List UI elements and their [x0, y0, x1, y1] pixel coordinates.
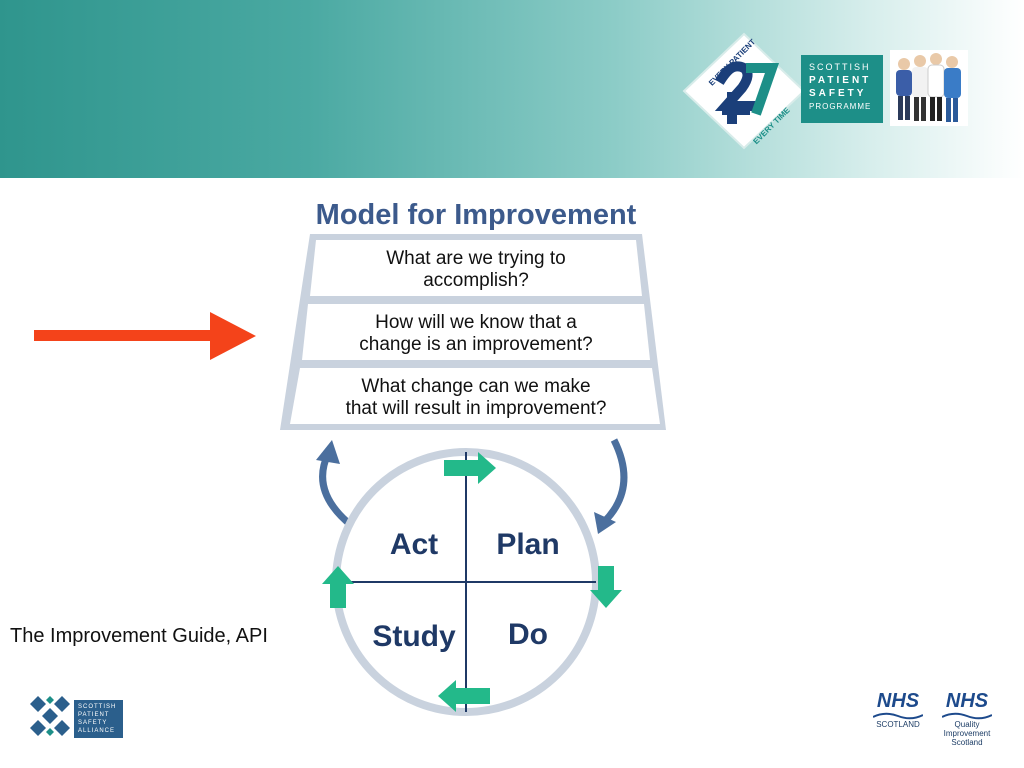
spsa-line-4: ALLIANCE — [78, 728, 116, 734]
nhs-right-word: NHS — [945, 690, 989, 712]
nhs-left-sub: SCOTLAND — [876, 720, 920, 729]
programme-line-4: PROGRAMME — [809, 102, 872, 111]
question-2-line-2: change is an improvement? — [359, 334, 592, 355]
programme-line-1: SCOTTISH — [809, 62, 871, 72]
model-for-improvement-diagram: Model for Improvement What are we trying… — [280, 199, 666, 716]
spsa-line-1: SCOTTISH — [78, 704, 117, 710]
nhs-left-word: NHS — [876, 690, 920, 712]
staff-photo-icon — [890, 50, 968, 126]
nhs-scotland-logo: NHS SCOTLAND — [868, 690, 928, 729]
programme-box: SCOTTISH PATIENT SAFETY PROGRAMME — [801, 55, 883, 123]
citation-text: The Improvement Guide, API — [10, 625, 268, 647]
programme-line-2: PATIENT — [809, 75, 872, 86]
nhs-right-sub-2: Improvement — [943, 729, 991, 738]
pointer-arrow-icon — [34, 312, 256, 360]
nhs-left-wave-icon — [873, 712, 923, 720]
nhs-right-sub-3: Scotland — [951, 738, 983, 747]
quadrant-act: Act — [390, 528, 438, 561]
programme-line-3: SAFETY — [809, 88, 867, 99]
quadrant-plan: Plan — [496, 528, 559, 561]
spsa-line-2: PATIENT — [78, 712, 110, 718]
spsa-logo-icon — [30, 696, 70, 736]
spsa-text-box: SCOTTISH PATIENT SAFETY ALLIANCE — [74, 700, 123, 738]
nhs-qis-logo: NHS Quality Improvement Scotland — [936, 690, 998, 747]
question-3-line-1: What change can we make — [361, 376, 590, 397]
quadrant-study: Study — [372, 620, 456, 653]
nhs-right-wave-icon — [942, 712, 992, 720]
model-title: Model for Improvement — [316, 199, 637, 231]
question-1-line-2: accomplish? — [423, 270, 529, 291]
question-1-line-1: What are we trying to — [386, 248, 566, 269]
quadrant-do: Do — [508, 618, 548, 651]
nhs-right-sub-1: Quality — [954, 720, 980, 729]
spsa-line-3: SAFETY — [78, 720, 108, 726]
question-2-line-1: How will we know that a — [375, 312, 577, 333]
question-3-line-2: that will result in improvement? — [346, 398, 607, 419]
logo-24-7-icon: EVERY PATIENT EVERY TIME — [682, 32, 806, 150]
